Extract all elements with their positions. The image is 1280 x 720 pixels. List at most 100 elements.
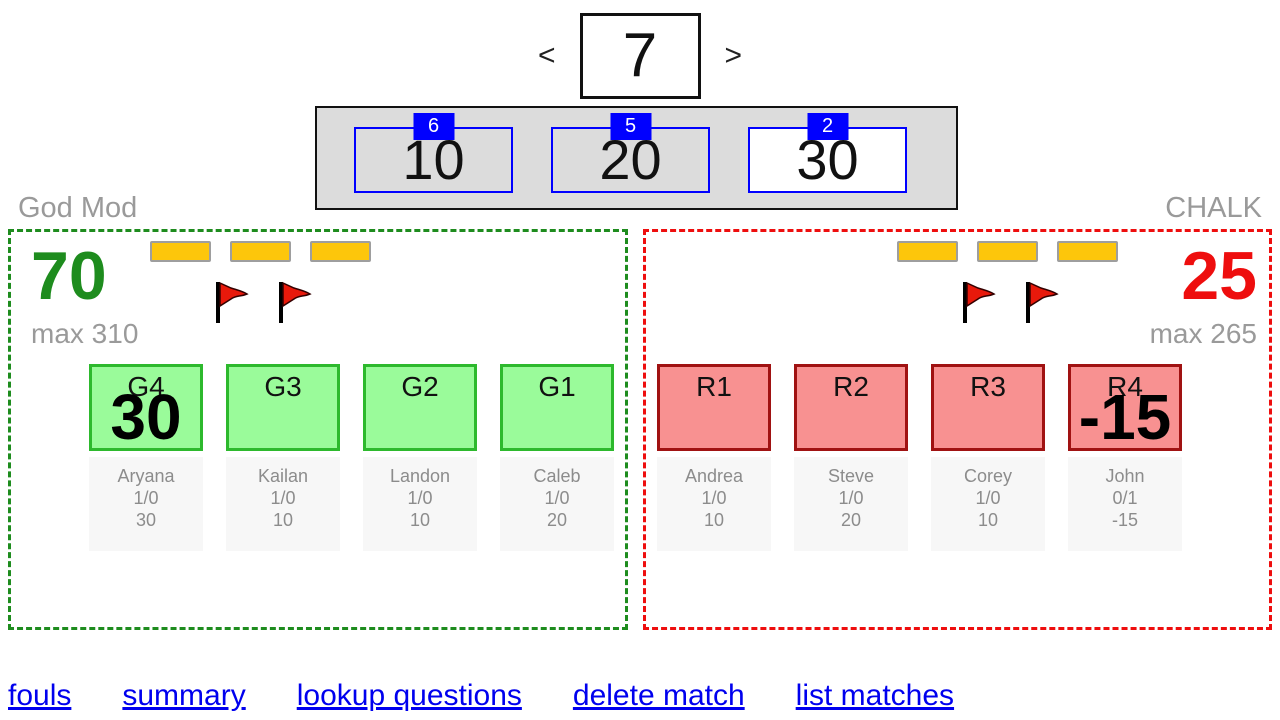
player-ratio: 0/1 xyxy=(1112,488,1138,508)
player-cell-r4: R4 -15 John 0/1 -15 xyxy=(1068,364,1182,551)
player-cell-g2: G2 Landon 1/0 10 xyxy=(363,364,477,551)
player-ratio: 1/0 xyxy=(133,488,159,508)
player-button-g2[interactable]: G2 xyxy=(363,364,477,451)
timeout-bar[interactable] xyxy=(150,241,211,262)
timeout-bar[interactable] xyxy=(897,241,958,262)
player-stats: Steve 1/0 20 xyxy=(794,457,908,551)
player-points: 30 xyxy=(135,510,157,530)
remaining-count-badge: 2 xyxy=(807,113,848,140)
player-stats: Aryana 1/0 30 xyxy=(89,457,203,551)
link-delete-match[interactable]: delete match xyxy=(572,679,745,712)
right-team-panel: 25 max 265 R1 xyxy=(643,229,1272,630)
player-points: 10 xyxy=(977,510,999,530)
right-team-score: 25 xyxy=(1181,238,1257,314)
flag-icon[interactable] xyxy=(1019,280,1059,325)
player-button-g4[interactable]: G4 30 xyxy=(89,364,203,451)
player-name: Steve xyxy=(827,466,875,486)
player-cell-r3: R3 Corey 1/0 10 xyxy=(931,364,1045,551)
flag-icon[interactable] xyxy=(209,280,249,325)
player-ratio: 1/0 xyxy=(701,488,727,508)
left-team-score-block: 70 max 310 xyxy=(31,242,138,350)
timeout-bar[interactable] xyxy=(310,241,371,262)
point-value-panel: 6 10 5 20 2 30 xyxy=(315,106,958,210)
left-team-panel: 70 max 310 G4 xyxy=(8,229,628,630)
footer-links: fouls summary lookup questions delete ma… xyxy=(8,679,954,713)
player-ratio: 1/0 xyxy=(838,488,864,508)
player-points: -15 xyxy=(1111,510,1138,530)
player-points: 20 xyxy=(840,510,862,530)
foul-flags xyxy=(209,280,312,325)
flag-icon[interactable] xyxy=(956,280,996,325)
point-button-label: 20 xyxy=(599,128,662,191)
player-name: Landon xyxy=(389,466,451,486)
right-team-name: CHALK xyxy=(1165,192,1262,224)
timeout-bar[interactable] xyxy=(230,241,291,262)
player-button-g1[interactable]: G1 xyxy=(500,364,614,451)
question-nav: < 7 > xyxy=(0,8,1280,104)
point-button-20[interactable]: 5 20 xyxy=(551,113,710,193)
player-cell-r1: R1 Andrea 1/0 10 xyxy=(657,364,771,551)
player-id-label: R3 xyxy=(970,371,1006,402)
player-id-label: R1 xyxy=(696,371,732,402)
player-cell-g3: G3 Kailan 1/0 10 xyxy=(226,364,340,551)
player-name: Andrea xyxy=(684,466,744,486)
right-team-indicators xyxy=(897,241,1118,325)
player-stats: Caleb 1/0 20 xyxy=(500,457,614,551)
player-stats: Landon 1/0 10 xyxy=(363,457,477,551)
timeout-bars xyxy=(897,241,1118,262)
remaining-count-badge: 6 xyxy=(413,113,454,140)
player-cell-g1: G1 Caleb 1/0 20 xyxy=(500,364,614,551)
current-question-number: 7 xyxy=(622,21,658,90)
current-question-box[interactable]: 7 xyxy=(579,13,701,99)
point-button-label: 10 xyxy=(402,128,465,191)
timeout-bar[interactable] xyxy=(977,241,1038,262)
left-team-players: G4 30 Aryana 1/0 30 G3 Kailan 1/0 10 xyxy=(89,364,614,551)
player-points: 10 xyxy=(703,510,725,530)
player-button-r1[interactable]: R1 xyxy=(657,364,771,451)
next-question-button[interactable]: > xyxy=(724,39,743,72)
player-cell-r2: R2 Steve 1/0 20 xyxy=(794,364,908,551)
awarded-points-overlay: -15 xyxy=(1078,381,1172,453)
point-button-10[interactable]: 6 10 xyxy=(354,113,513,193)
player-id-label: R4 xyxy=(1107,371,1143,402)
left-team-name: God Mod xyxy=(18,192,138,224)
player-button-r2[interactable]: R2 xyxy=(794,364,908,451)
remaining-count-badge: 5 xyxy=(610,113,651,140)
player-name: John xyxy=(1105,466,1145,486)
point-button-label: 30 xyxy=(796,128,859,191)
player-points: 10 xyxy=(272,510,294,530)
link-lookup-questions[interactable]: lookup questions xyxy=(296,679,522,712)
left-team-indicators xyxy=(150,241,371,325)
player-id-label: G3 xyxy=(264,371,302,402)
point-button-30[interactable]: 2 30 xyxy=(748,113,907,193)
player-name: Aryana xyxy=(117,466,175,486)
player-stats: Andrea 1/0 10 xyxy=(657,457,771,551)
player-id-label: G1 xyxy=(538,371,576,402)
timeout-bar[interactable] xyxy=(1057,241,1118,262)
player-stats: John 0/1 -15 xyxy=(1068,457,1182,551)
player-button-g3[interactable]: G3 xyxy=(226,364,340,451)
right-team-max: max 265 xyxy=(1149,318,1257,349)
prev-question-button[interactable]: < xyxy=(537,39,556,72)
player-button-r4[interactable]: R4 -15 xyxy=(1068,364,1182,451)
left-team-score: 70 xyxy=(31,238,107,314)
player-ratio: 1/0 xyxy=(407,488,433,508)
flag-icon[interactable] xyxy=(272,280,312,325)
right-team-score-block: 25 max 265 xyxy=(1150,242,1257,350)
player-name: Kailan xyxy=(257,466,309,486)
link-list-matches[interactable]: list matches xyxy=(795,679,955,712)
link-fouls[interactable]: fouls xyxy=(8,679,72,712)
player-stats: Corey 1/0 10 xyxy=(931,457,1045,551)
foul-flags xyxy=(956,280,1059,325)
left-team-max: max 310 xyxy=(31,318,139,349)
player-name: Corey xyxy=(963,466,1012,486)
right-team-players: R1 Andrea 1/0 10 R2 Steve 1/0 20 xyxy=(657,364,1182,551)
link-summary[interactable]: summary xyxy=(122,679,246,712)
player-ratio: 1/0 xyxy=(975,488,1001,508)
player-button-r3[interactable]: R3 xyxy=(931,364,1045,451)
player-ratio: 1/0 xyxy=(544,488,570,508)
player-name: Caleb xyxy=(533,466,581,486)
timeout-bars xyxy=(150,241,371,262)
awarded-points-overlay: 30 xyxy=(110,381,182,453)
